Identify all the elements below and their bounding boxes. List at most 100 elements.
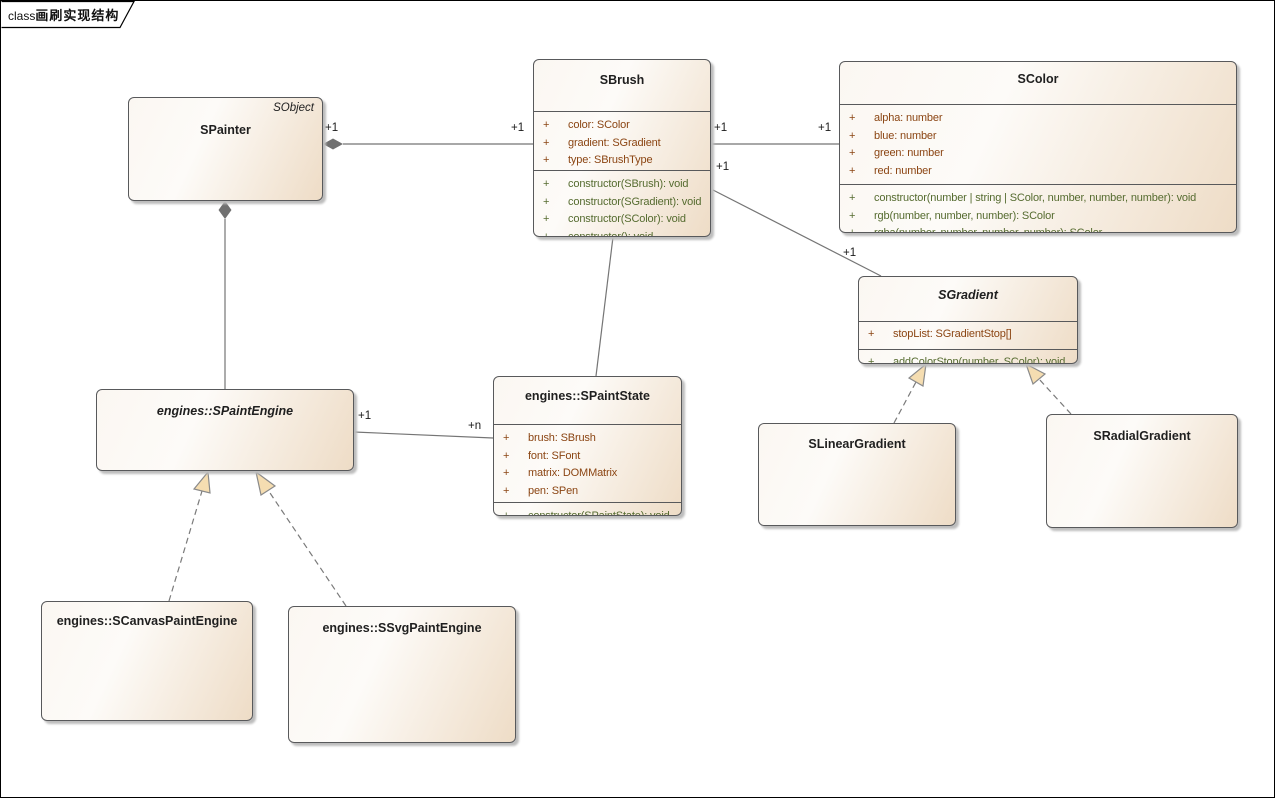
- method-row: +rgba(number, number, number, number): S…: [840, 225, 1236, 232]
- method-row: +constructor(SColor): void: [534, 211, 710, 229]
- visibility-marker: +: [503, 510, 510, 516]
- class-title-compartment: engines::SSvgPaintEngine: [289, 607, 515, 635]
- visibility-marker: +: [503, 432, 510, 444]
- visibility-marker: +: [868, 356, 875, 364]
- attribute-compartment: + stopList: SGradientStop[]: [859, 321, 1077, 349]
- class-scolor[interactable]: SColor+alpha: number+blue: number+green:…: [839, 61, 1237, 233]
- attribute-text: font: SFont: [528, 449, 581, 462]
- method-text: rgb(number, number, number): SColor: [874, 209, 1055, 222]
- class-name: SPainter: [200, 123, 251, 137]
- method-compartment: +constructor(SBrush): void+constructor(S…: [534, 170, 710, 237]
- connector-painter-brush[interactable]: [323, 138, 533, 150]
- class-sradialgradient[interactable]: SRadialGradient: [1046, 414, 1238, 528]
- connector-canvasengine-generalization[interactable]: [168, 470, 211, 602]
- class-sbrush[interactable]: SBrush + color: SColor + gradient: SGradient…: [533, 59, 711, 237]
- class-title-compartment: SLinearGradient: [759, 424, 955, 451]
- multiplicity-label: +1: [818, 122, 832, 134]
- method-row: + constructor(): void: [534, 229, 710, 237]
- attribute-row: + blue: number: [840, 128, 1236, 146]
- frame-tab-shape: [1, 1, 135, 29]
- connector-paintengine-paintstate[interactable]: [353, 431, 494, 439]
- method-row: +addColorStop(number, SColor): void: [859, 354, 1077, 364]
- method-text: constructor(number | string | SColor, nu…: [874, 192, 1197, 204]
- connector-brush-gradient[interactable]: [712, 189, 882, 277]
- connector-painter-paintengine[interactable]: [218, 201, 232, 389]
- class-name: SBrush: [599, 73, 645, 87]
- method-text: constructor(SGradient): void: [568, 195, 702, 208]
- class-title-compartment: SColor: [840, 62, 1236, 104]
- visibility-marker: +: [503, 484, 510, 497]
- visibility-marker: +: [849, 112, 856, 124]
- visibility-marker: +: [543, 178, 550, 190]
- multiplicity-label: +1: [358, 410, 372, 422]
- visibility-marker: +: [840, 225, 874, 232]
- attribute-row: +type: SBrushType: [534, 152, 710, 170]
- attribute-text: brush: SBrush: [528, 432, 596, 444]
- class-name: engines::SPaintState: [524, 389, 651, 403]
- multiplicity-label: +1: [716, 161, 730, 173]
- class-slineargradient[interactable]: SLinearGradient: [758, 423, 956, 526]
- attribute-row: + stopList: SGradientStop[]: [859, 326, 1077, 344]
- attribute-compartment: + brush: SBrush + font: SFont +matrix: DOMMa…: [494, 424, 681, 502]
- visibility-marker: +: [868, 328, 875, 340]
- attribute-text: pen: SPen: [528, 484, 579, 497]
- method-compartment: +addColorStop(number, SColor): void: [859, 349, 1077, 364]
- class-name: engines::SPaintEngine: [156, 404, 294, 418]
- class-scanvaspaintengine[interactable]: engines::SCanvasPaintEngine: [41, 601, 253, 721]
- class-ssvgpaintengine[interactable]: engines::SSvgPaintEngine: [288, 606, 516, 743]
- attribute-text: red: number: [874, 164, 932, 177]
- class-title-compartment: SBrush: [534, 60, 710, 111]
- method-row: + constructor(SBrush): void: [534, 176, 710, 194]
- method-text: constructor(): void: [568, 230, 654, 237]
- visibility-marker: +: [849, 147, 856, 160]
- class-title-compartment: SGradient: [859, 277, 1077, 321]
- visibility-marker: +: [543, 136, 550, 149]
- attribute-row: +matrix: DOMMatrix: [494, 465, 681, 483]
- attribute-row: + brush: SBrush: [494, 430, 681, 448]
- class-sgradient[interactable]: SGradient + stopList: SGradientStop[] +addC…: [858, 276, 1078, 364]
- multiplicity-label: +n: [468, 420, 482, 432]
- visibility-marker: +: [543, 195, 550, 208]
- attribute-row: + color: SColor: [534, 117, 710, 135]
- frame-label-type: class: [8, 9, 36, 23]
- connector-brush-paintstate[interactable]: [595, 236, 614, 377]
- visibility-marker: +: [849, 129, 856, 142]
- visibility-marker: +: [543, 119, 550, 131]
- method-compartment: + constructor(SPaintState): void: [494, 502, 681, 516]
- multiplicity-label: +1: [714, 122, 728, 134]
- visibility-marker: +: [543, 213, 550, 226]
- attribute-text: green: number: [874, 147, 944, 160]
- class-title-compartment: engines::SCanvasPaintEngine: [42, 602, 252, 628]
- attribute-text: blue: number: [874, 129, 937, 142]
- class-name: SRadialGradient: [1093, 429, 1191, 443]
- diagram-frame-label: class画刷实现结构: [8, 5, 119, 24]
- attribute-text: gradient: SGradient: [568, 136, 661, 149]
- connector-svgengine-generalization[interactable]: [255, 470, 347, 607]
- multiplicity-label: +1: [511, 122, 525, 134]
- class-spaintstate[interactable]: engines::SPaintState+brush: SBrush+font:…: [493, 376, 682, 516]
- frame-label-title: 画刷实现结构: [35, 8, 120, 23]
- attribute-compartment: + color: SColor + gradient: SGradient +type:…: [534, 111, 710, 170]
- multiplicity-label: +1: [843, 247, 857, 259]
- attribute-row: +alpha: number: [840, 110, 1236, 128]
- class-title-compartment: engines::SPaintState: [494, 377, 681, 424]
- class-name: engines::SSvgPaintEngine: [322, 621, 482, 635]
- connector-radialgradient-generalization[interactable]: [1024, 362, 1072, 415]
- method-text: constructor(SBrush): void: [568, 178, 689, 190]
- attribute-text: stopList: SGradientStop[]: [893, 328, 1012, 340]
- visibility-marker: +: [543, 230, 550, 237]
- attribute-row: + font: SFont: [494, 448, 681, 466]
- stereotype-label: SObject: [273, 102, 314, 114]
- class-spaintengine[interactable]: engines::SPaintEngine: [96, 389, 354, 471]
- class-name: SLinearGradient: [808, 437, 906, 451]
- visibility-marker: +: [503, 449, 510, 462]
- method-row: +rgb(number, number, number): SColor: [840, 208, 1236, 226]
- attribute-text: color: SColor: [568, 119, 630, 131]
- connector-lineargradient-generalization[interactable]: [893, 362, 927, 424]
- method-row: +constructor(number | string | SColor, n…: [840, 190, 1236, 208]
- method-text: constructor(SPaintState): void: [528, 510, 670, 516]
